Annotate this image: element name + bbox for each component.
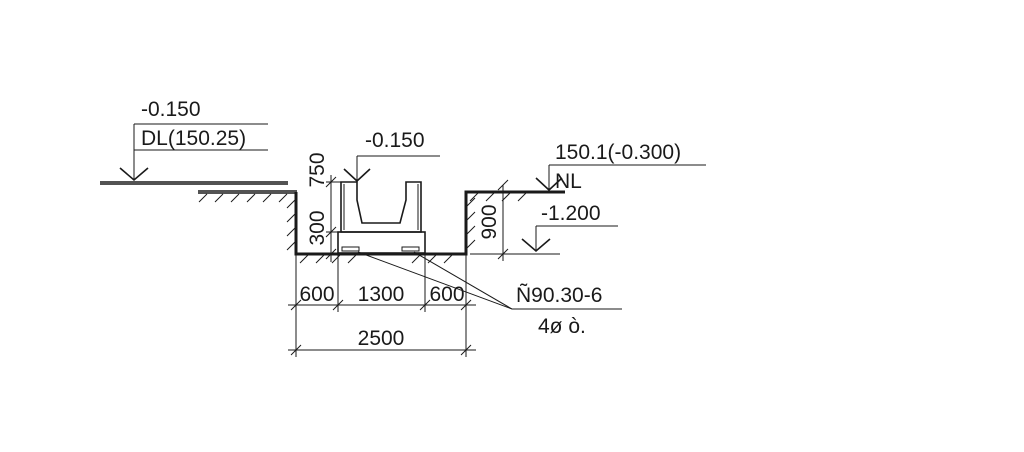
level-left-sublabel: DL(150.25) [141, 127, 246, 150]
dim-right-depth: 900 [478, 204, 501, 239]
ground-surface-left [100, 181, 297, 194]
leader-label-2: 4ø ò. [538, 315, 586, 338]
level-bottom-right-label: -1.200 [541, 202, 601, 225]
u-channel [340, 181, 422, 233]
base-slab [337, 231, 426, 254]
hatch-left-surface [198, 193, 288, 203]
dim-left-offset: 600 [299, 283, 334, 306]
level-marker-left: -0.150 DL(150.25) [119, 98, 268, 182]
hatch-left-wall [286, 199, 296, 251]
leader-label-1: Ñ90.30-6 [516, 283, 602, 307]
dim-channel-height: 750 [306, 152, 329, 187]
dimension-vertical-left: 750 300 [306, 152, 341, 262]
hatch-right-surface [469, 192, 527, 202]
level-marker-bottom-right: -1.200 [470, 202, 618, 255]
dim-base-height: 300 [306, 210, 329, 245]
dim-right-offset: 600 [429, 283, 464, 306]
dimension-vertical-right: 900 [478, 179, 509, 261]
level-left-label: -0.150 [141, 98, 201, 121]
level-marker-channel: -0.150 [343, 129, 440, 183]
dimension-horizontal-total: 2500 [288, 312, 476, 357]
hatch-bottom [299, 254, 453, 264]
level-right-sublabel: NL [555, 170, 582, 193]
dim-total-width: 2500 [358, 327, 405, 350]
trench-outline [294, 190, 565, 256]
hatch-right-wall [466, 197, 476, 249]
leader-lines [357, 251, 622, 310]
level-channel-label: -0.150 [365, 129, 425, 152]
level-marker-right: 150.1(-0.300) NL [535, 141, 706, 193]
dim-channel-width: 1300 [358, 283, 405, 306]
level-right-label: 150.1(-0.300) [555, 141, 681, 164]
dimension-horizontal-top: 600 1300 600 [288, 254, 476, 312]
